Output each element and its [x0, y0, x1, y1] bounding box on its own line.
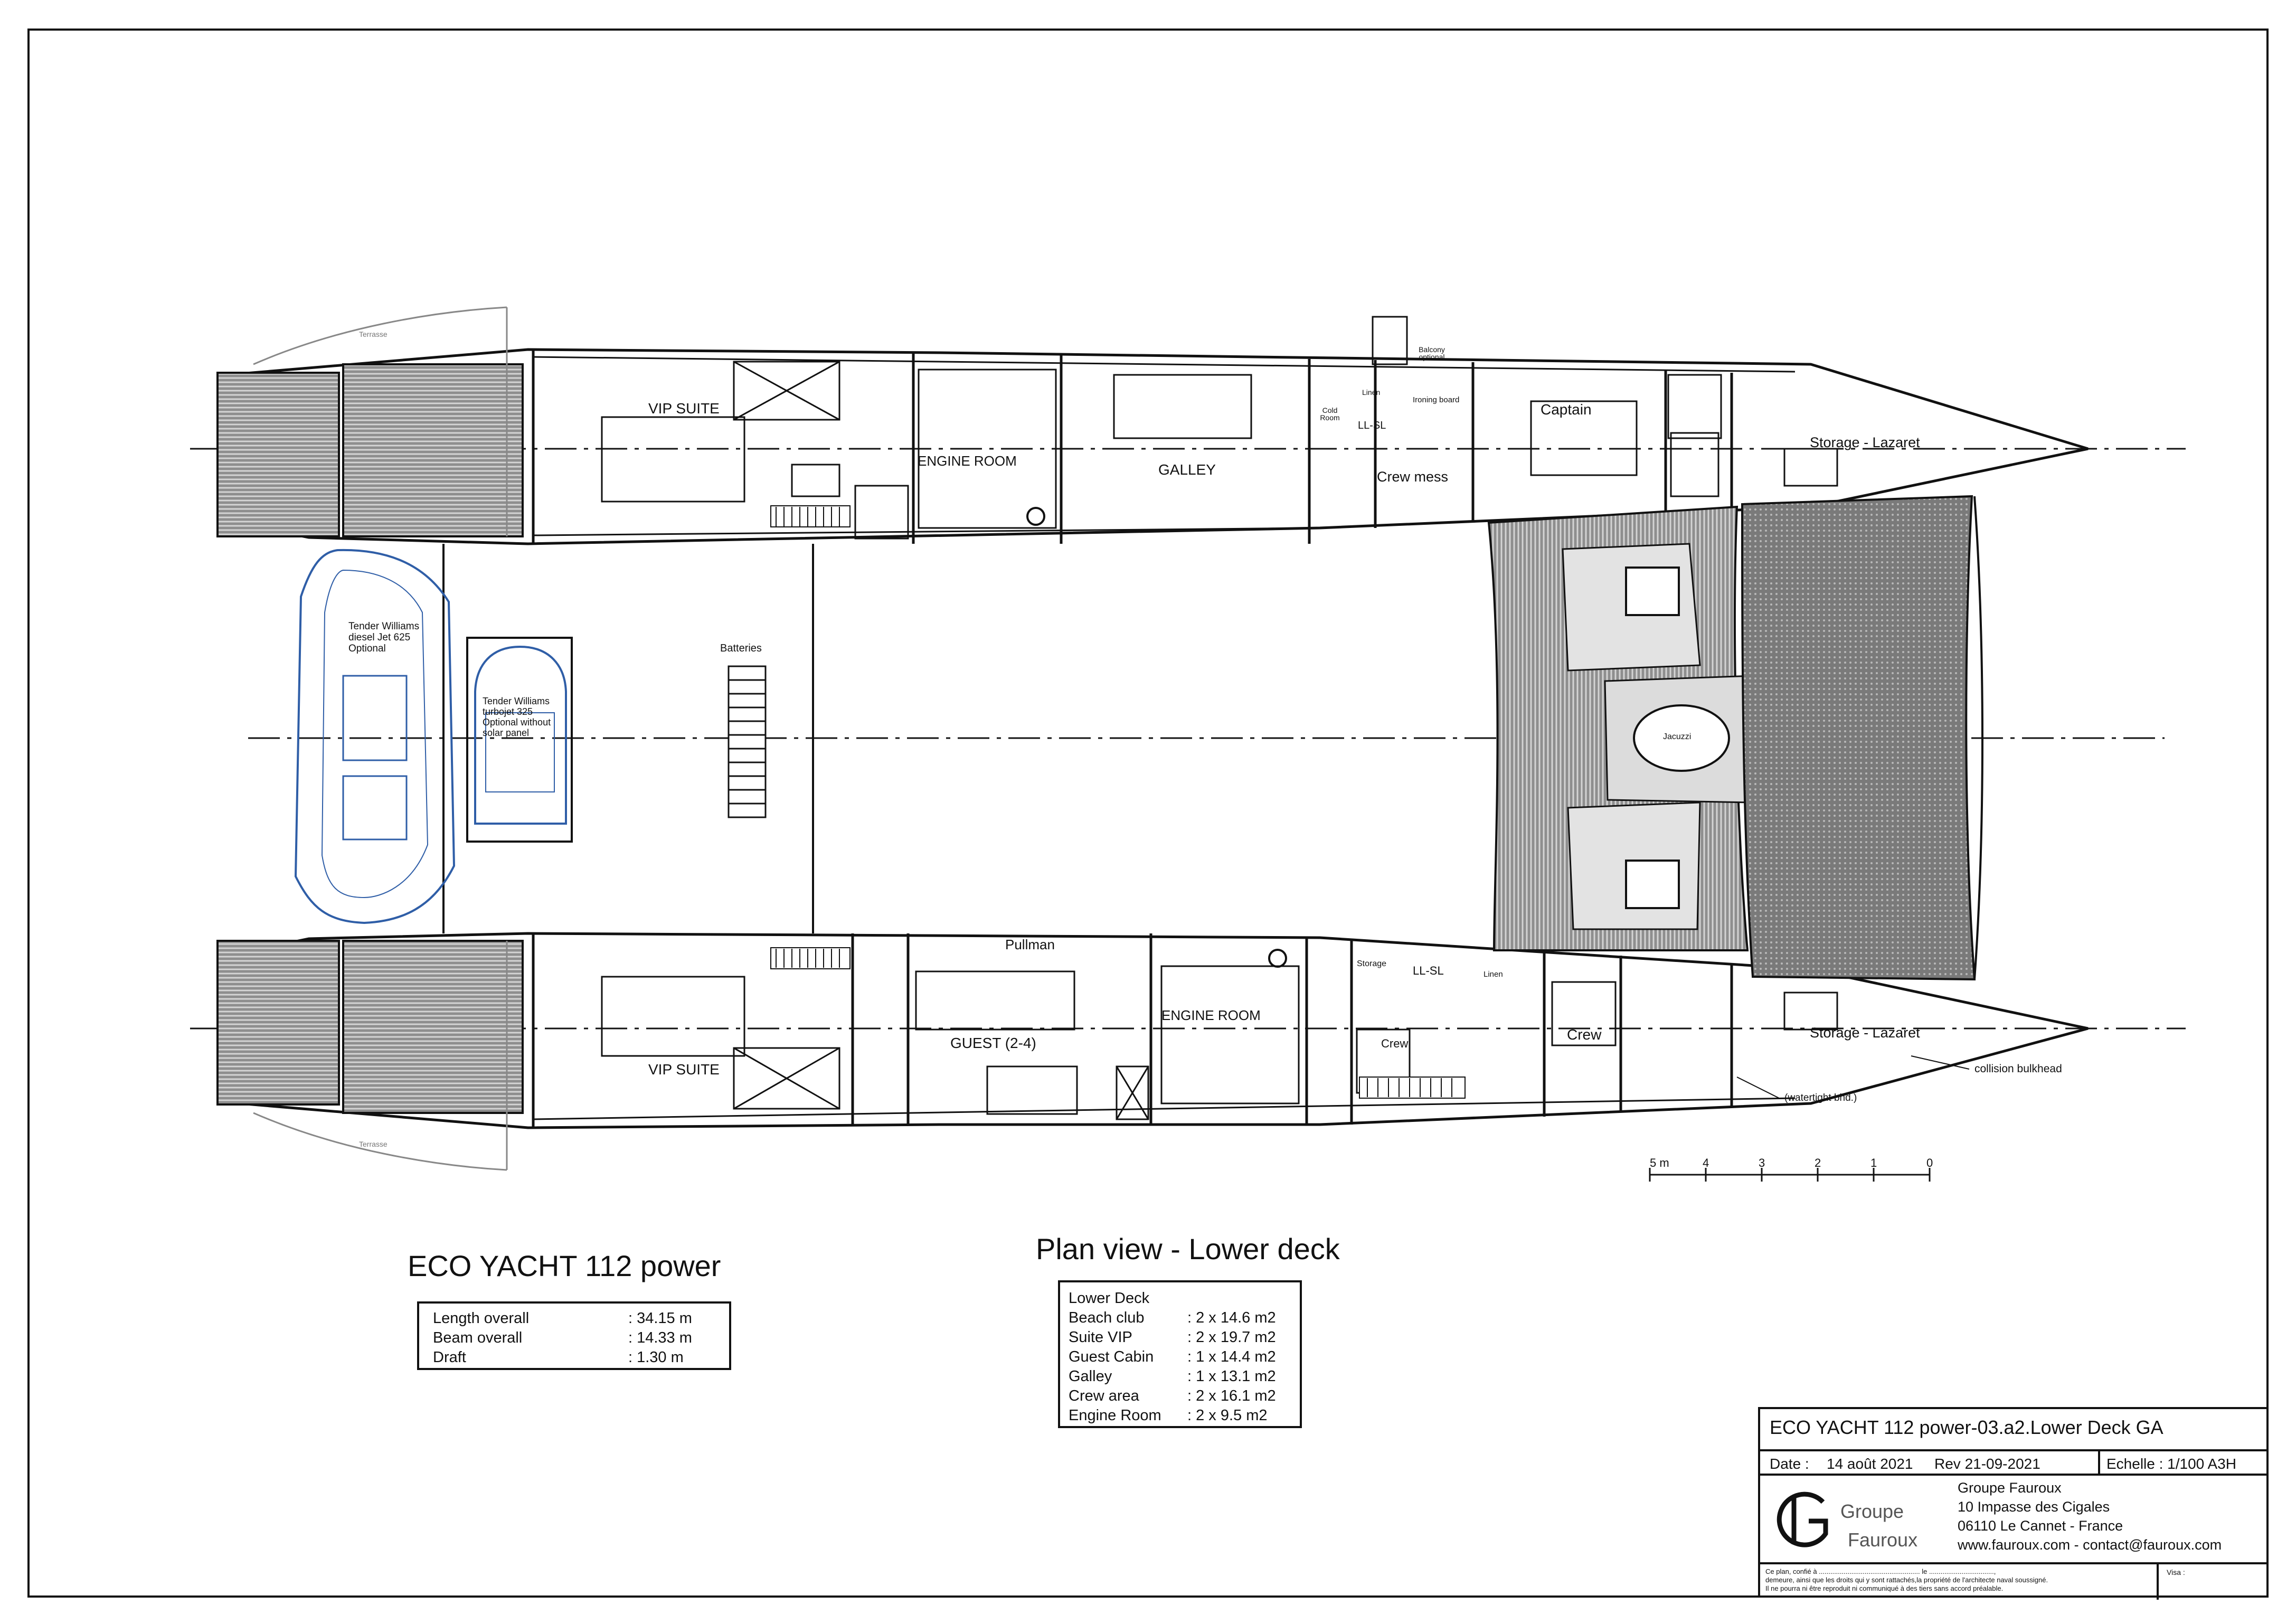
linen-top-label: Linen	[1362, 388, 1381, 396]
area-row: Beach club: 2 x 14.6 m2	[1069, 1309, 1276, 1326]
pullman-label: Pullman	[1005, 937, 1055, 952]
storage-small-label: Storage	[1357, 959, 1387, 968]
visa-label: Visa :	[2167, 1568, 2185, 1576]
battery-stack	[727, 665, 767, 818]
area-row: Galley: 1 x 13.1 m2	[1069, 1368, 1276, 1385]
balcony-label: Balcony optional	[1419, 345, 1445, 361]
meta-divider	[2098, 1451, 2100, 1476]
address-line-2: 06110 Le Cannet - France	[1958, 1518, 2123, 1534]
storage-lazaret-top-label: Storage - Lazaret	[1810, 435, 1920, 450]
tender-large-label: Tender Williams diesel Jet 625 Optional	[348, 621, 420, 654]
scale-label-5: 5 m	[1650, 1156, 1669, 1169]
drawing-title: ECO YACHT 112 power-03.a2.Lower Deck GA	[1760, 1409, 2266, 1451]
terrasse-bottom-label: Terrasse	[359, 1140, 388, 1148]
project-title: ECO YACHT 112 power	[408, 1249, 721, 1282]
ironing-board-label: Ironing board	[1413, 395, 1460, 404]
rail-hatching-top	[770, 505, 851, 527]
areas-heading: Lower Deck	[1069, 1290, 1150, 1307]
engine-room-bottom-label: ENGINE ROOM	[1161, 1007, 1261, 1023]
forward-deck	[1487, 495, 1983, 981]
scale-label-1: 1	[1870, 1156, 1877, 1169]
tender-small	[474, 645, 567, 825]
tender-small-label: Tender Williams turbojet 325 Optional wi…	[483, 696, 551, 738]
legal-notice: Ce plan, confié à ......................…	[1760, 1564, 2159, 1600]
engine-room-top-label: ENGINE ROOM	[918, 453, 1017, 469]
logo-word-groupe: Groupe	[1840, 1500, 1904, 1522]
terrasse-top-label: Terrasse	[359, 330, 388, 338]
captain-label: Captain	[1541, 401, 1592, 418]
hull-starboard	[225, 932, 2089, 1129]
scale-label-4: 4	[1703, 1156, 1709, 1169]
scale-label-0: 0	[1926, 1156, 1933, 1169]
llsl-top-label: LL-SL	[1358, 420, 1386, 431]
guest-cabin-label: GUEST (2-4)	[950, 1035, 1036, 1051]
title-block: ECO YACHT 112 power-03.a2.Lower Deck GA …	[1758, 1407, 2269, 1600]
revision: Rev 21-09-2021	[1934, 1456, 2040, 1472]
logo-word-fauroux: Fauroux	[1848, 1529, 1918, 1551]
cold-room-label: Cold Room	[1320, 406, 1340, 422]
watertight-bulkhead-label: (watertight bhd.)	[1784, 1092, 1857, 1103]
spec-row: Length overall: 34.15 m	[433, 1310, 692, 1327]
company-name: Groupe Fauroux	[1958, 1480, 2062, 1496]
drawing-frame	[27, 29, 2269, 1598]
area-row: Crew area: 2 x 16.1 m2	[1069, 1387, 1276, 1404]
scale-label-3: 3	[1759, 1156, 1765, 1169]
crew-small-label: Crew	[1381, 1037, 1409, 1050]
collision-bulkhead-label: collision bulkhead	[1974, 1063, 2062, 1075]
areas-table: Lower Deck Beach club: 2 x 14.6 m2 Suite…	[1058, 1280, 1302, 1428]
company-row: Groupe Fauroux Groupe Fauroux 10 Impasse…	[1760, 1476, 2266, 1564]
spec-row: Draft: 1.30 m	[433, 1349, 684, 1366]
llsl-bottom-label: LL-SL	[1413, 964, 1444, 977]
spec-row: Beam overall: 14.33 m	[433, 1329, 692, 1346]
address-line-1: 10 Impasse des Cigales	[1958, 1499, 2110, 1515]
crew-mess-label: Crew mess	[1377, 469, 1449, 485]
groupe-fauroux-logo: Groupe Fauroux	[1773, 1486, 1947, 1555]
galley-label: GALLEY	[1158, 461, 1216, 478]
title-block-meta-row: Date : 14 août 2021 Rev 21-09-2021 Echel…	[1760, 1451, 2266, 1476]
date-value: 14 août 2021	[1827, 1456, 1913, 1472]
logo-g-icon	[1777, 1491, 1828, 1547]
area-row: Guest Cabin: 1 x 14.4 m2	[1069, 1348, 1276, 1365]
date-label: Date :	[1770, 1456, 1809, 1472]
storage-lazaret-bottom-label: Storage - Lazaret	[1810, 1025, 1920, 1041]
specs-table: Length overall: 34.15 m Beam overall: 14…	[417, 1301, 731, 1370]
tender-large	[294, 549, 456, 924]
area-row: Suite VIP: 2 x 19.7 m2	[1069, 1329, 1276, 1346]
contact-line: www.fauroux.com - contact@fauroux.com	[1958, 1537, 2222, 1553]
vip-suite-top-label: VIP SUITE	[648, 400, 720, 417]
scale-value: Echelle : 1/100 A3H	[2106, 1456, 2236, 1472]
jacuzzi-label: Jacuzzi	[1663, 732, 1692, 741]
scale-bar	[1649, 1168, 1931, 1182]
scale-label-2: 2	[1815, 1156, 1821, 1169]
crew-label: Crew	[1567, 1026, 1602, 1043]
plan-view-title: Plan view - Lower deck	[1036, 1232, 1340, 1266]
batteries-label: Batteries	[720, 643, 762, 654]
vip-suite-bottom-label: VIP SUITE	[648, 1061, 720, 1078]
rail-hatching-bottom	[770, 947, 1466, 1099]
linen-bottom-label: Linen	[1484, 970, 1503, 979]
area-row: Engine Room: 2 x 9.5 m2	[1069, 1407, 1268, 1424]
